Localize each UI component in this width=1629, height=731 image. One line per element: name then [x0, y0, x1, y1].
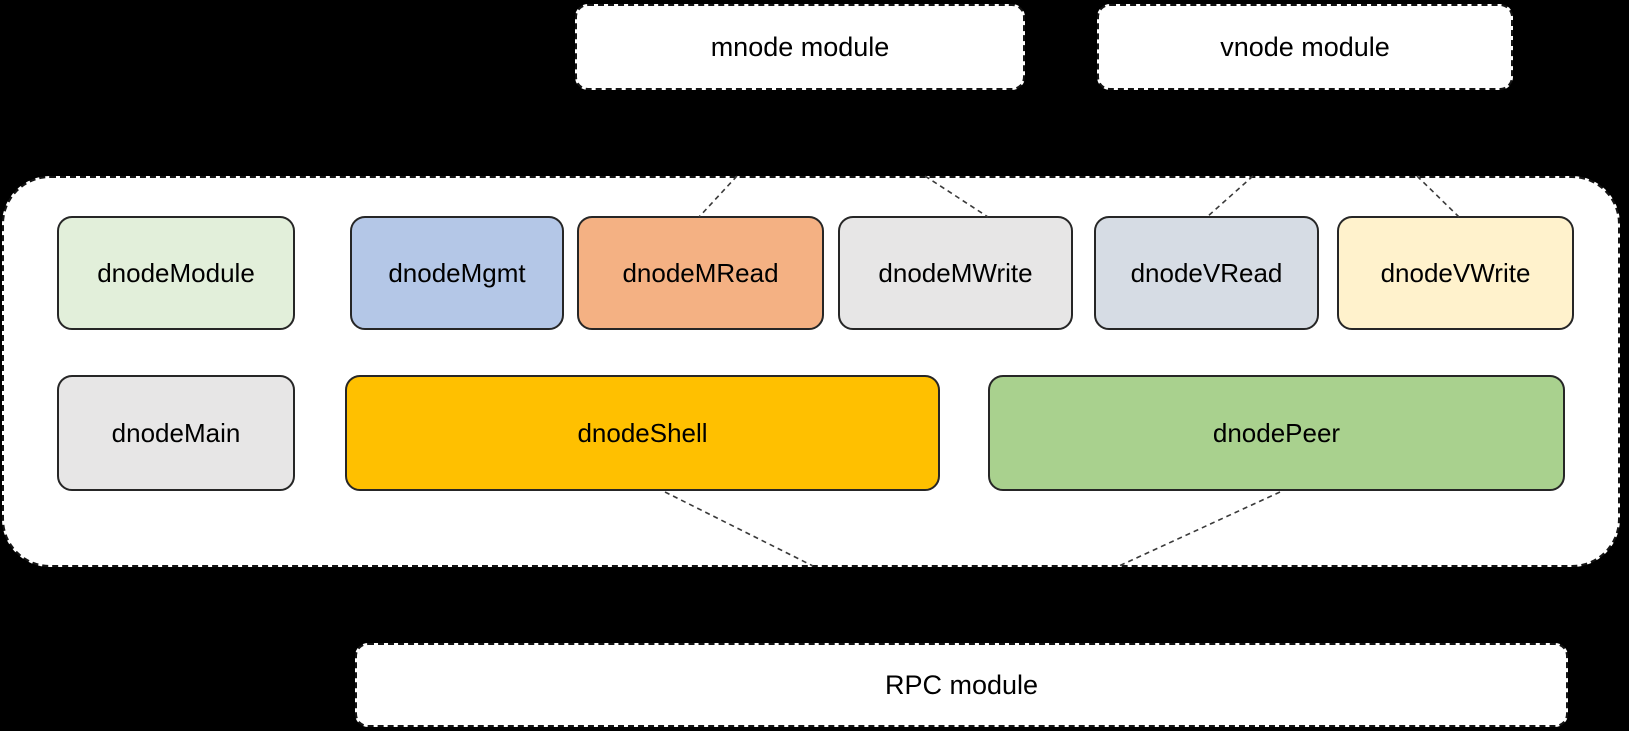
- rpc-module-box: RPC module: [355, 643, 1568, 727]
- dnodeVRead-box: dnodeVRead: [1094, 216, 1319, 330]
- dnodeMgmt-box: dnodeMgmt: [350, 216, 564, 330]
- vnode-module-box: vnode module: [1097, 4, 1513, 90]
- dnodeMRead-box: dnodeMRead: [577, 216, 824, 330]
- dnodePeer-box: dnodePeer: [988, 375, 1565, 491]
- mnode-module-box: mnode module: [575, 4, 1025, 90]
- dnodeShell-box: dnodeShell: [345, 375, 940, 491]
- dnodeMain-box: dnodeMain: [57, 375, 295, 491]
- dnodeModule-box: dnodeModule: [57, 216, 295, 330]
- dnodeMWrite-box: dnodeMWrite: [838, 216, 1073, 330]
- dnodeVWrite-box: dnodeVWrite: [1337, 216, 1574, 330]
